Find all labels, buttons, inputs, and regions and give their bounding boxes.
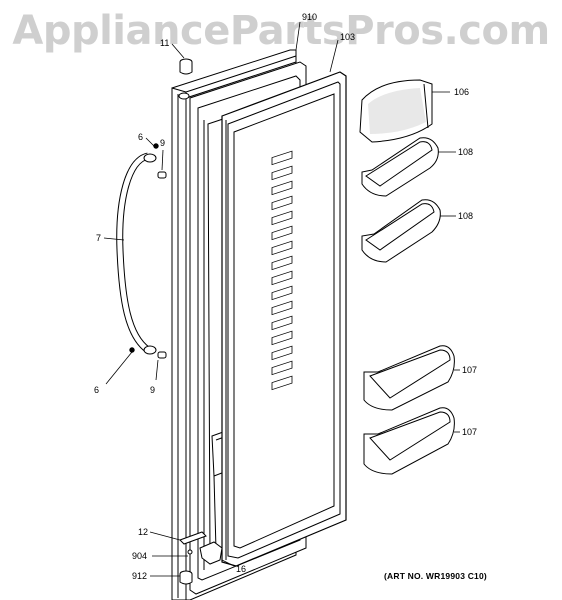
bottom-hinge-parts (179, 531, 223, 585)
callout-11: 11 (160, 38, 169, 48)
callout-106: 106 (454, 87, 469, 97)
door-bin-lower-2 (363, 407, 455, 475)
door-bin-lower-1 (363, 345, 455, 411)
door-bin-upper (361, 137, 439, 197)
callout-107-lower: 107 (462, 427, 477, 437)
callout-904: 904 (132, 551, 147, 561)
door-gasket (221, 71, 347, 567)
callout-9-top: 9 (160, 138, 165, 148)
shelf-clip-ridges (271, 150, 293, 391)
callout-7: 7 (96, 233, 101, 243)
callout-103: 103 (340, 32, 355, 42)
art-number: (ART NO. WR19903 C10) (384, 571, 487, 581)
callout-9-bottom: 9 (150, 385, 155, 395)
dairy-compartment (359, 79, 433, 143)
callout-6-bottom: 6 (94, 385, 99, 395)
callout-labels: 910 103 11 106 6 9 108 108 7 6 9 107 107… (94, 12, 477, 581)
callout-12: 12 (138, 527, 148, 537)
top-hinge-bushing (178, 58, 193, 100)
leader-lines (103, 21, 460, 577)
door-bin-middle (361, 199, 441, 263)
callout-16: 16 (236, 564, 246, 574)
callout-910: 910 (302, 12, 317, 22)
callout-108-upper: 108 (458, 147, 473, 157)
door-handle (116, 152, 157, 355)
callout-6-top: 6 (138, 132, 143, 142)
callout-108-middle: 108 (458, 211, 473, 221)
callout-912: 912 (132, 571, 147, 581)
handle-screws (129, 143, 167, 359)
callout-107-upper: 107 (462, 365, 477, 375)
